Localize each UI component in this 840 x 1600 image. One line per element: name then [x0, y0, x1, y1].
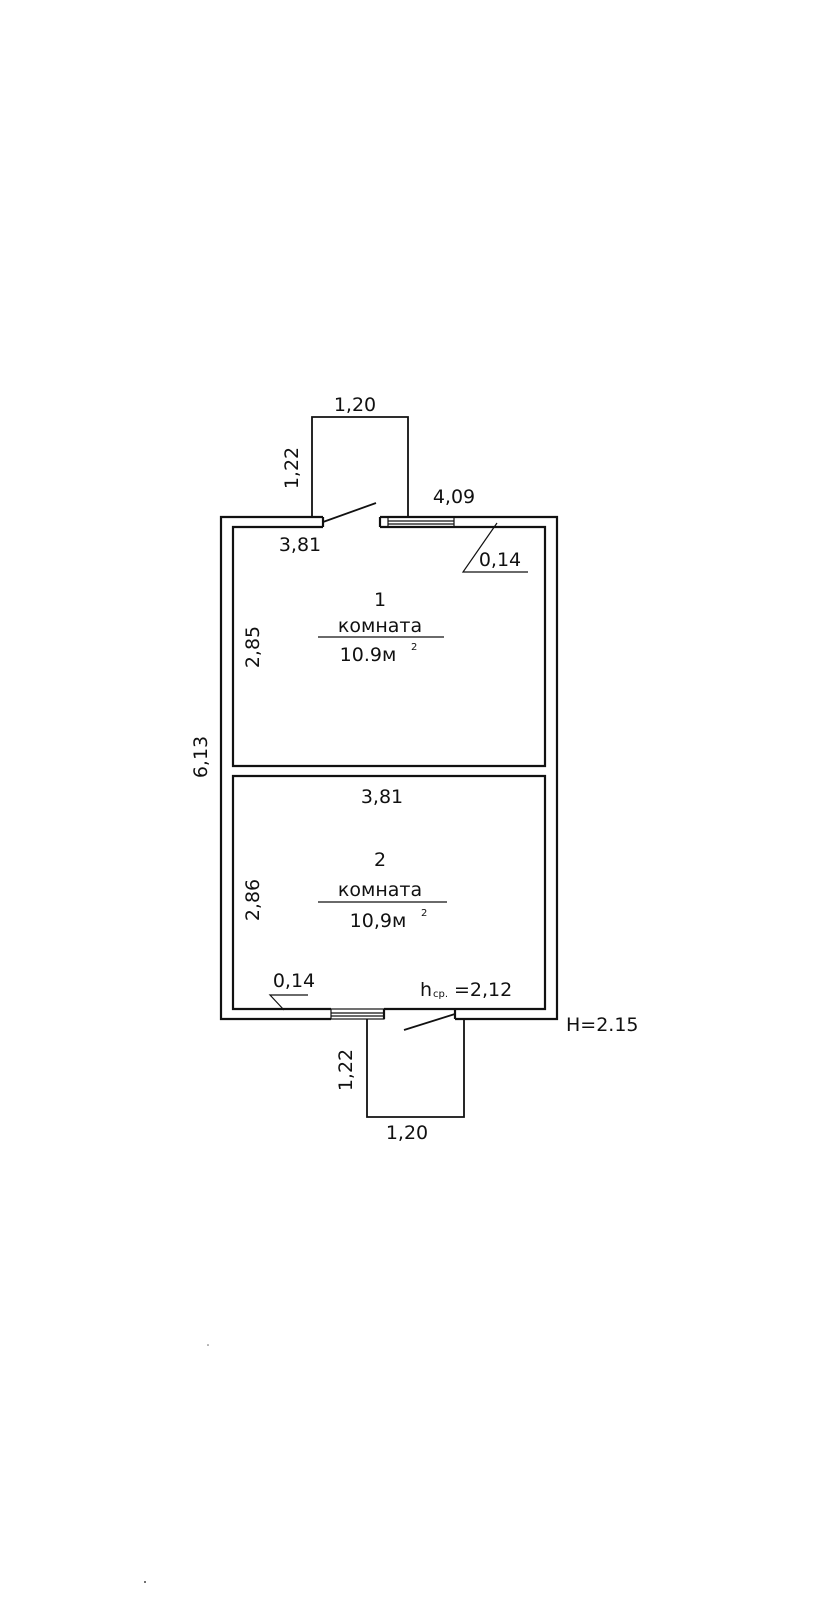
- outer-wall-top-left: [219, 515, 331, 1021]
- dim-top-wall-right: 4,09: [433, 486, 475, 508]
- dim-partition-width: 3,81: [361, 786, 403, 808]
- dim-building-height: H=2.15: [566, 1014, 639, 1036]
- room-1-area-unit-sup: 2: [411, 642, 417, 653]
- room-2-number: 2: [374, 849, 386, 871]
- dim-wall-thickness-bottom: 0,14: [273, 970, 315, 992]
- dim-total-length: 6,13: [190, 736, 212, 778]
- room-1-name: комната: [338, 615, 422, 637]
- dim-porch-top-depth: 1,22: [281, 447, 303, 489]
- room-1-area: 10.9м: [340, 644, 397, 666]
- bottom-porch-outline: [366, 1019, 465, 1118]
- leader-wall-thickness-top: [461, 522, 528, 573]
- leader-wall-thickness-bottom: [268, 994, 308, 1011]
- dim-top-wall-left: 3,81: [279, 534, 321, 556]
- room-2-name: комната: [338, 879, 422, 901]
- dim-room1-height: 2,85: [242, 626, 264, 668]
- scan-speck: [207, 1344, 209, 1346]
- scan-speck: [144, 1581, 146, 1583]
- top-porch-outline: [311, 416, 409, 517]
- svg-text:=2,12: =2,12: [454, 979, 512, 1001]
- top-window: [387, 516, 455, 528]
- room-2-inner-wall: [231, 774, 547, 1011]
- avg-height-label: h ср. =2,12: [420, 979, 512, 1001]
- outer-wall-top-right: [380, 515, 559, 1021]
- dim-room2-height: 2,86: [242, 879, 264, 921]
- room-1-number: 1: [374, 589, 386, 611]
- svg-text:ср.: ср.: [433, 989, 448, 1000]
- svg-text:h: h: [420, 979, 432, 1001]
- top-door-leaf: [322, 502, 377, 523]
- dim-porch-top-width: 1,20: [334, 394, 376, 416]
- bottom-window: [330, 1008, 385, 1020]
- room-2-area-unit-sup: 2: [421, 908, 427, 919]
- room-2-area: 10,9м: [350, 910, 407, 932]
- dim-porch-bottom-width: 1,20: [386, 1122, 428, 1144]
- room-1-inner-wall: [231, 525, 547, 768]
- dim-wall-thickness-top: 0,14: [479, 549, 521, 571]
- dim-porch-bottom-depth: 1,22: [335, 1049, 357, 1091]
- bottom-door-leaf: [403, 1013, 456, 1031]
